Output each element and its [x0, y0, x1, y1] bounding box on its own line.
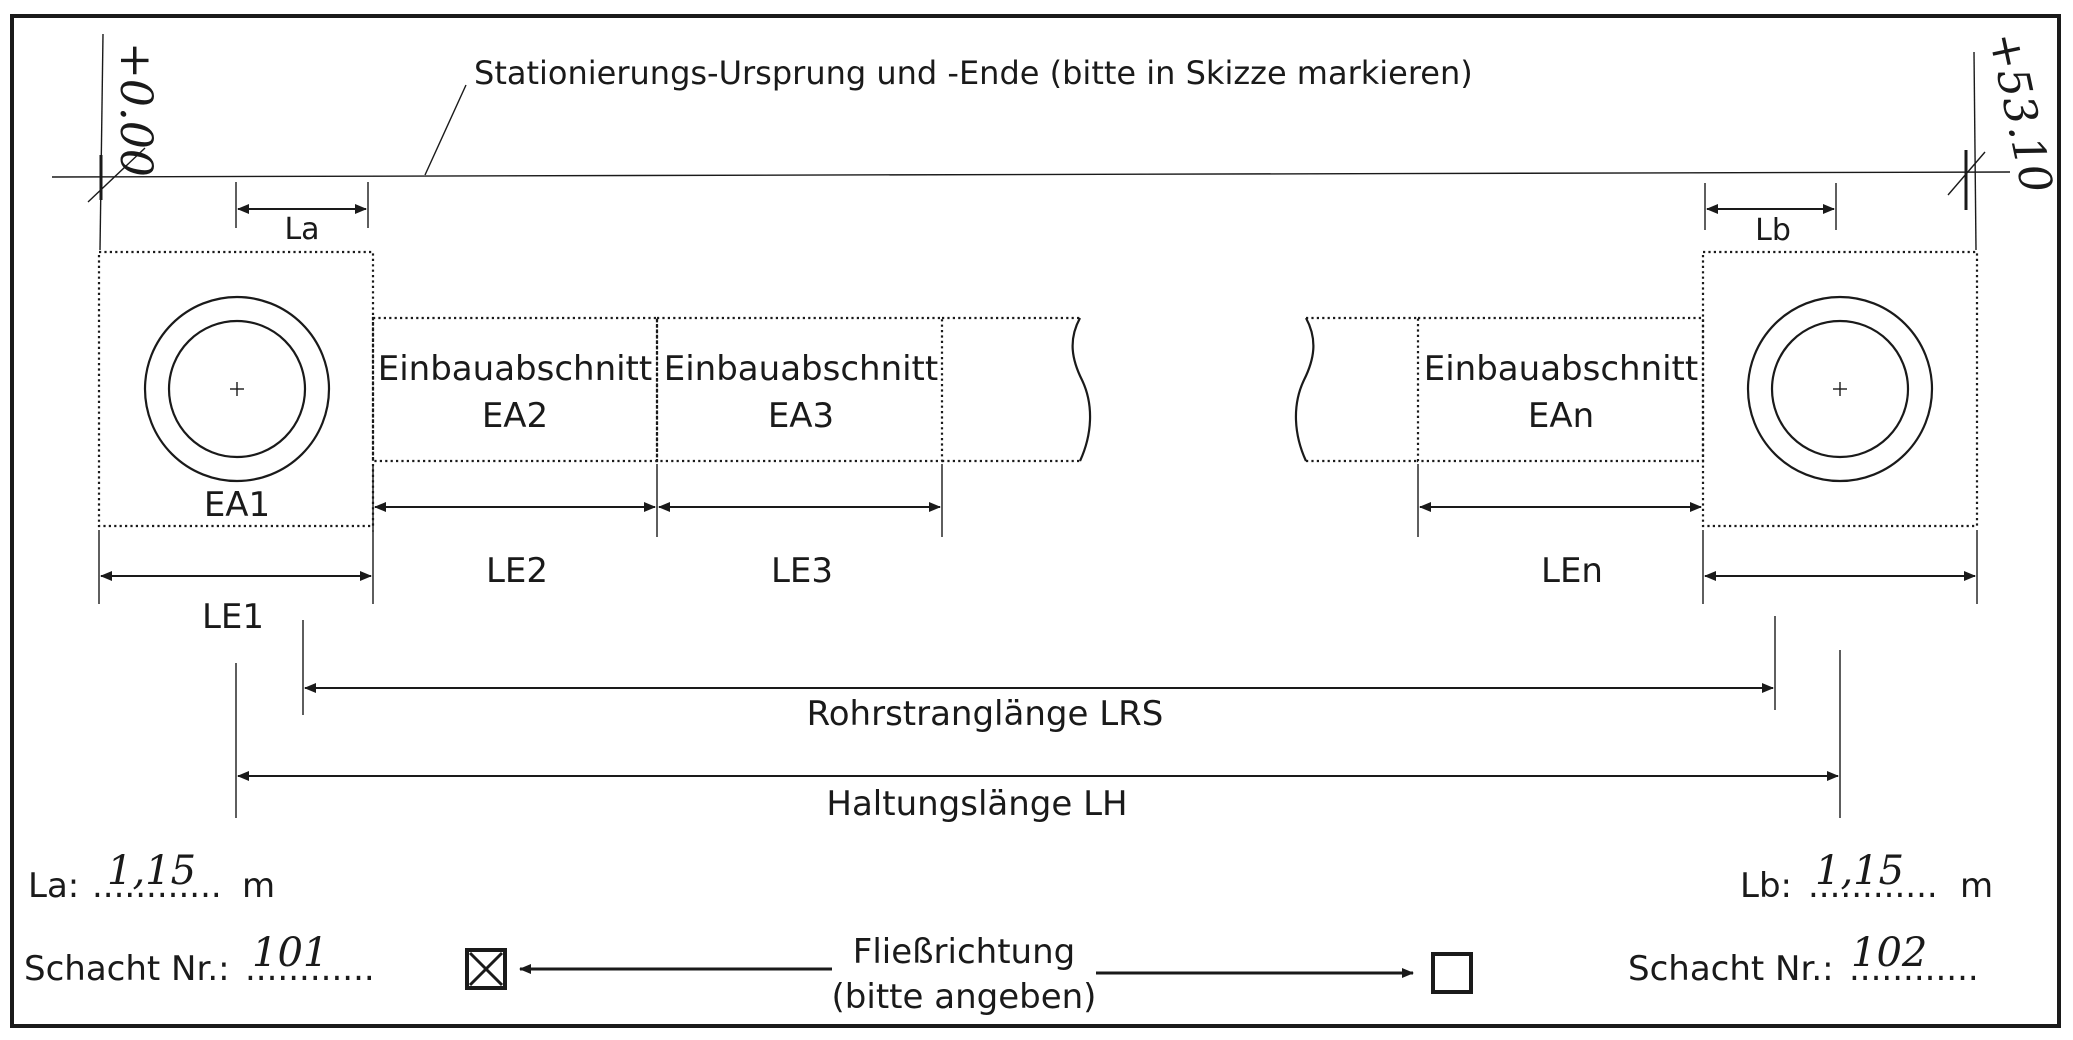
checkbox-left-box[interactable] [465, 948, 507, 990]
manhole-left-inner-ring [167, 319, 307, 459]
segment-ea3 [655, 316, 944, 463]
ea1-label: EA1 [204, 485, 270, 525]
start-station-line [99, 33, 104, 251]
station-start-value: +0.00 [110, 42, 161, 177]
la-form-dots: ............ [92, 866, 222, 906]
la-form-unit: m [242, 866, 275, 906]
schacht-left-dots: ............ [245, 949, 375, 989]
ea3-line1: Einbauabschnitt [664, 349, 938, 389]
lh-label: Haltungslänge LH [826, 784, 1127, 824]
segment-ean [1416, 316, 1705, 463]
le1-label: LE1 [202, 597, 264, 637]
schacht-right-label: Schacht Nr.: [1628, 949, 1834, 989]
checkbox-right-box[interactable] [1431, 952, 1473, 994]
checkbox-left-mark [468, 951, 504, 987]
ean-line1: Einbauabschnitt [1424, 349, 1698, 389]
la-label: La [284, 212, 319, 247]
la-form-label: La: [28, 866, 79, 906]
end-station-line [1973, 51, 1977, 251]
lb-form-value[interactable]: 1,15 [1815, 848, 1904, 894]
flow-checkbox-right[interactable] [1431, 952, 1473, 994]
flow-label-line1: Fließrichtung [853, 932, 1075, 972]
break-left-curve [1071, 317, 1092, 462]
start-station-slash [87, 147, 146, 203]
schacht-left-value[interactable]: 101 [252, 930, 328, 976]
le3-label: LE3 [771, 551, 833, 591]
stationing-leader [424, 84, 467, 176]
lb-form-unit: m [1960, 866, 1993, 906]
break-right-curve [1294, 317, 1315, 462]
schacht-left-label: Schacht Nr.: [24, 949, 230, 989]
schacht-right-dots: ............ [1849, 949, 1979, 989]
outer-frame [10, 14, 2061, 1028]
schacht-right-value[interactable]: 102 [1851, 930, 1927, 976]
le2-label: LE2 [486, 551, 548, 591]
stationing-caption: Stationierungs-Ursprung und -Ende (bitte… [474, 54, 1473, 92]
manhole-right-outer-ring [1746, 295, 1934, 483]
lb-form-label: Lb: [1740, 866, 1792, 906]
ea2-line2: EA2 [482, 396, 548, 436]
flow-checkbox-left[interactable] [465, 948, 507, 990]
stationing-line [51, 171, 2011, 178]
ean-line2: EAn [1528, 396, 1594, 436]
manhole-right-inner-ring [1770, 319, 1910, 459]
la-form-value[interactable]: 1,15 [107, 848, 196, 894]
ea2-line1: Einbauabschnitt [378, 349, 652, 389]
segment-ea2 [371, 316, 659, 463]
lrs-label: Rohrstranglänge LRS [807, 694, 1164, 734]
flow-label-line2: (bitte angeben) [832, 977, 1097, 1017]
end-station-slash [1947, 151, 1986, 196]
ea3-line2: EA3 [768, 396, 834, 436]
lb-label: Lb [1755, 213, 1791, 248]
len-label: LEn [1541, 551, 1603, 591]
manhole-left-outer-ring [143, 295, 331, 483]
lb-form-dots: ............ [1808, 866, 1938, 906]
manhole-right-box [1701, 250, 1979, 528]
